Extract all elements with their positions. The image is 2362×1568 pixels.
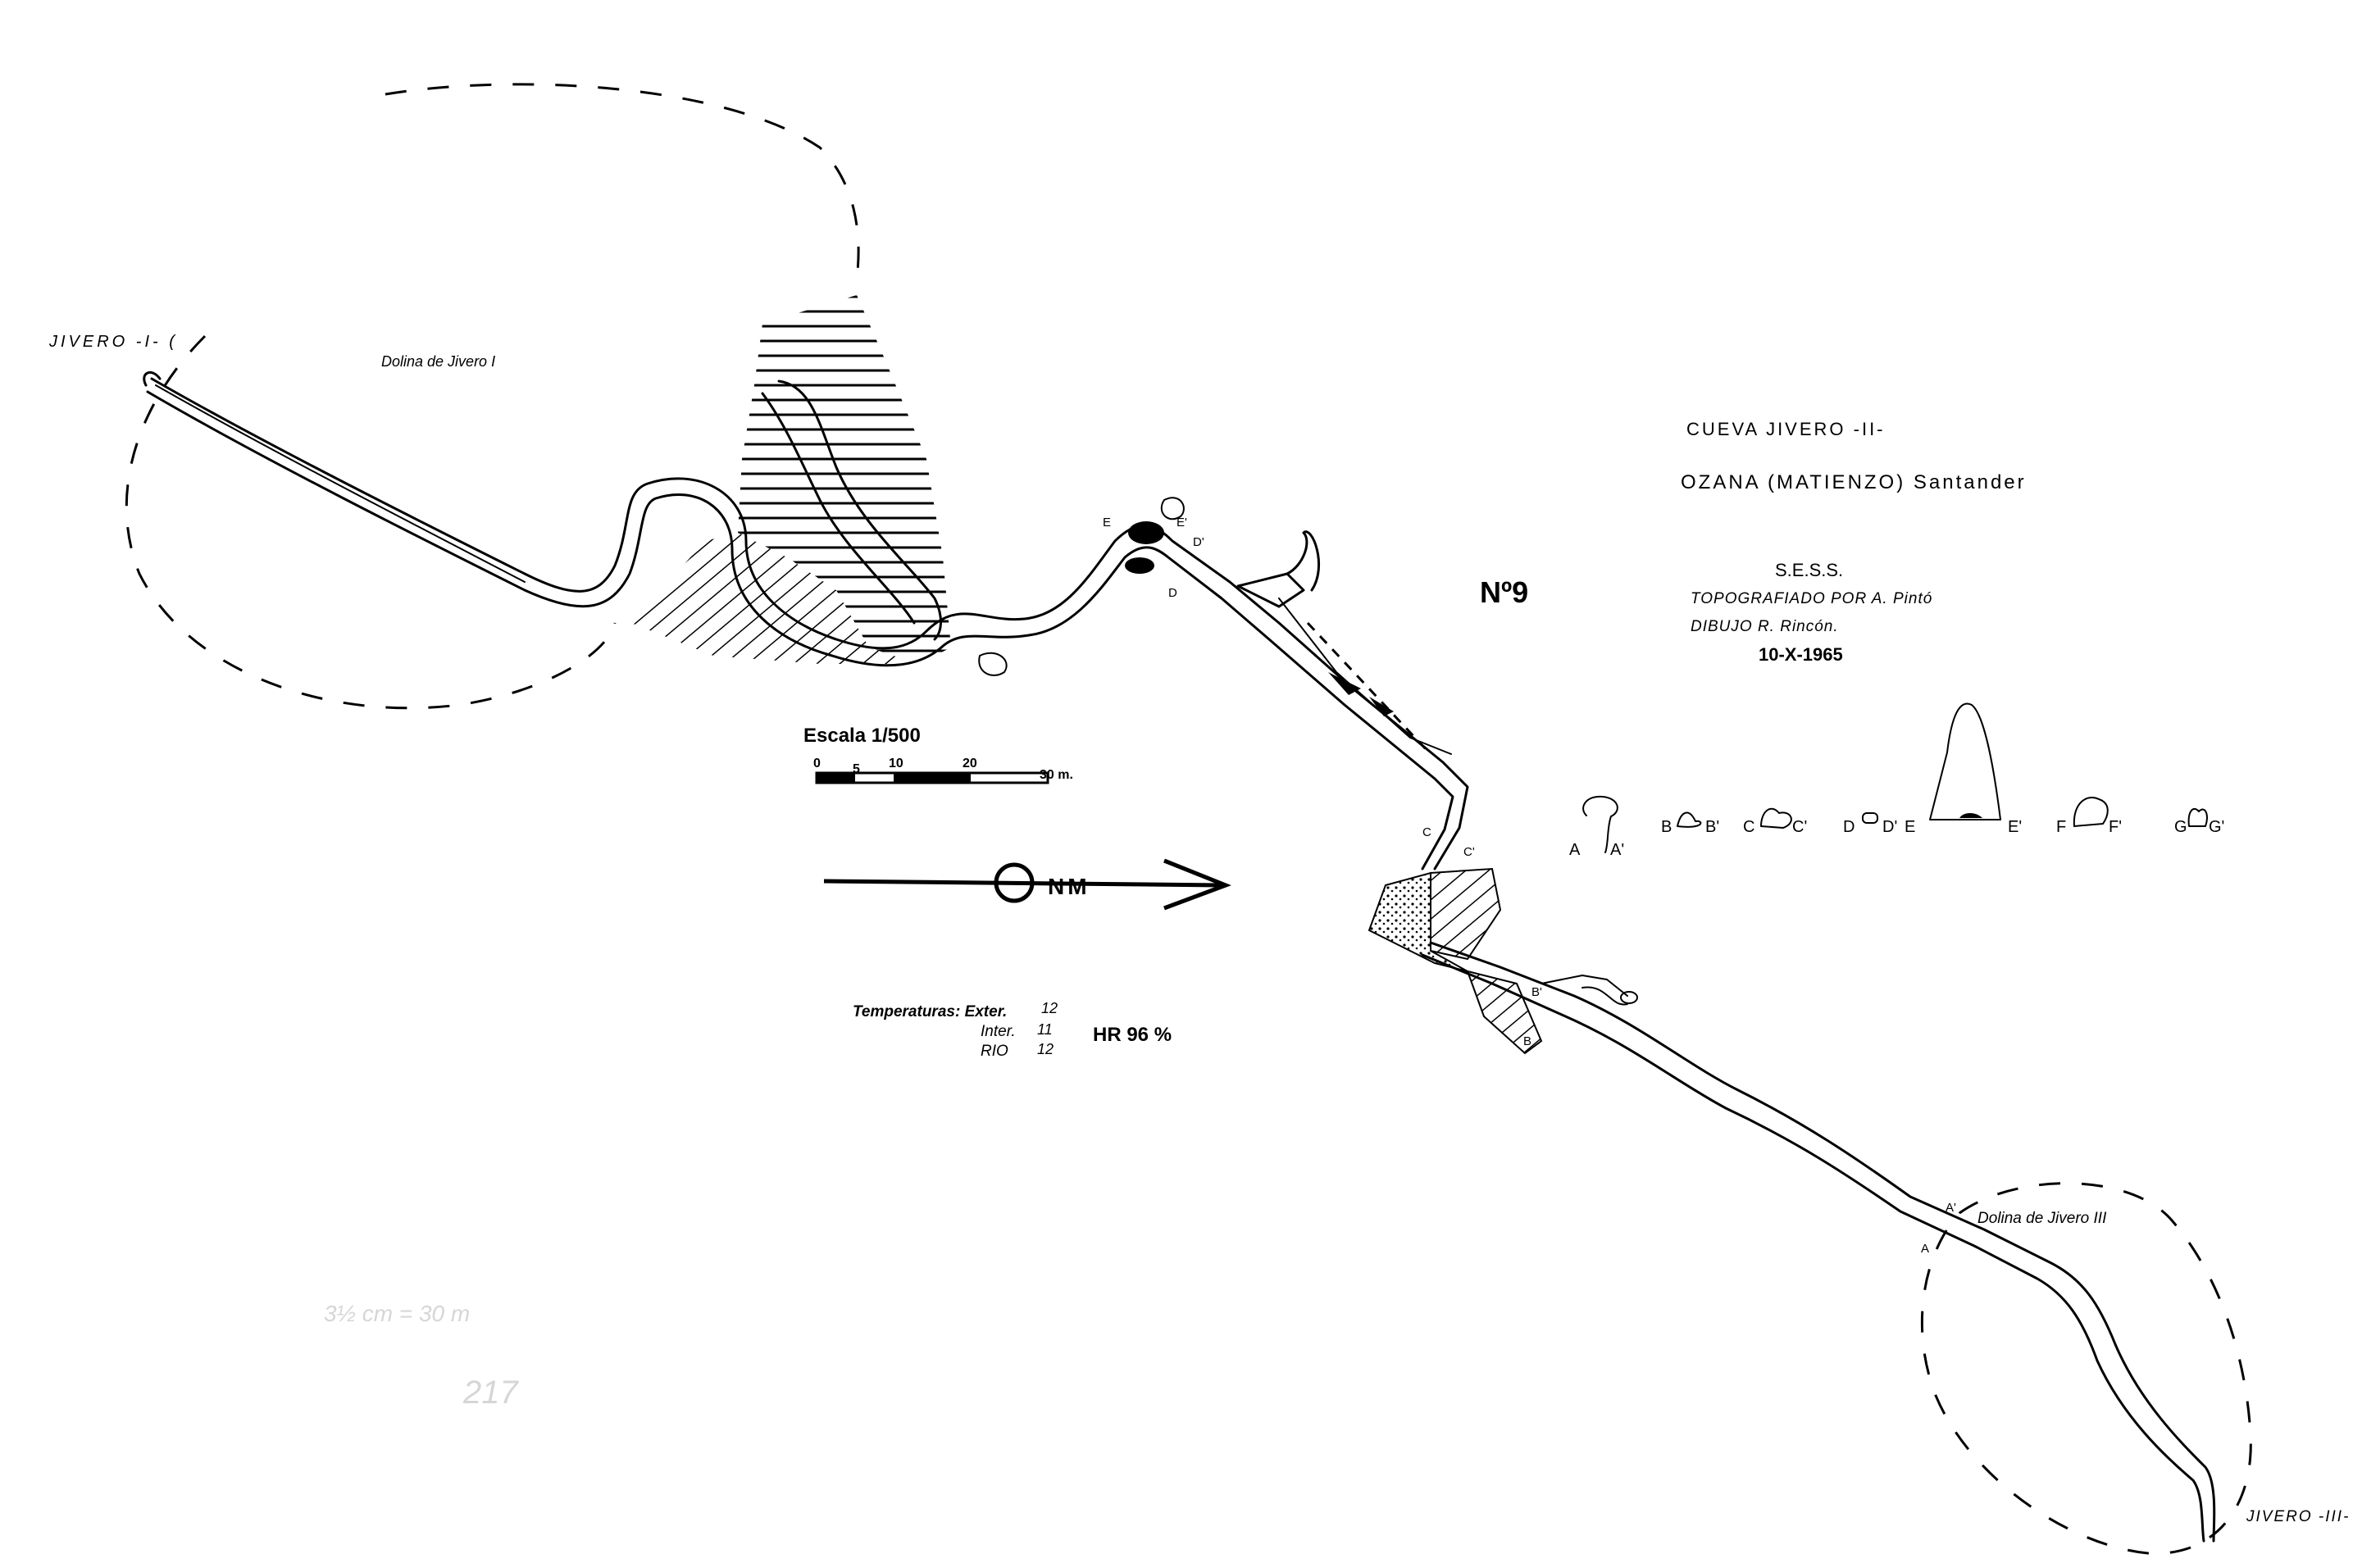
humidity: HR 96 % (1093, 1024, 1172, 1046)
scale-tick-30: 30 m. (1040, 768, 1073, 782)
marker-c-prime: C' (1463, 845, 1475, 859)
section-c-prime: C' (1792, 818, 1807, 836)
archive-scale-note: 3½ cm = 30 m (324, 1301, 470, 1326)
temp-exter: 12 (1041, 1000, 1058, 1016)
archive-folio: 217 (462, 1375, 519, 1411)
doline-1-label: Dolina de Jivero I (381, 353, 495, 370)
scale-tick-0: 0 (813, 757, 821, 770)
section-b: B (1661, 818, 1672, 836)
section-e-shape (1929, 702, 2001, 820)
section-g-shape (2187, 807, 2208, 827)
marker-d-prime: D' (1193, 535, 1204, 549)
scale-title: Escala 1/500 (803, 725, 921, 747)
section-d-shape (1862, 812, 1878, 824)
entrance-1-label: JIVERO -I- ( (48, 333, 178, 351)
cross-sections: A A' B B' C C' D D' E E' F F' G G' (1569, 702, 2224, 859)
marker-e-prime: E' (1176, 516, 1187, 529)
temp-rio: 12 (1037, 1041, 1054, 1057)
cave-title: CUEVA JIVERO -II- (1686, 419, 1886, 439)
scale-tick-5: 5 (853, 762, 860, 776)
section-f: F (2056, 818, 2066, 836)
section-e: E (1905, 818, 1915, 836)
temp-inter-label: Inter. (981, 1023, 1016, 1040)
section-b-prime: B' (1705, 818, 1719, 836)
section-a-prime: A' (1610, 841, 1624, 859)
collapse-hatch-lower (631, 533, 918, 664)
marker-b: B (1523, 1034, 1531, 1048)
section-f-prime: F' (2109, 818, 2122, 836)
pool-d (1125, 557, 1154, 574)
temp-rio-label: RIO (981, 1043, 1008, 1060)
section-d: D (1843, 818, 1855, 836)
section-a: A (1569, 841, 1581, 859)
club-label: S.E.S.S. (1775, 560, 1843, 580)
section-d-prime: D' (1882, 818, 1897, 836)
marker-c: C (1422, 825, 1431, 839)
cave-passage-plan (143, 370, 2216, 1543)
doline-3-outline (1920, 1182, 2252, 1555)
section-g: G (2174, 818, 2187, 836)
survey-date: 10-X-1965 (1759, 644, 1843, 665)
doline-3-label: Dolina de Jivero III (1977, 1210, 2107, 1227)
drawn-by: DIBUJO R. Rincón. (1691, 618, 1839, 635)
marker-e: E (1103, 516, 1111, 529)
scale-tick-10: 10 (889, 757, 903, 770)
collapse-hatch-upper (738, 295, 951, 664)
north-label: NM (1048, 874, 1090, 899)
section-f-shape (2073, 797, 2109, 827)
entrance-3-label: JIVERO -III- (2246, 1508, 2350, 1525)
section-c-shape (1760, 807, 1792, 829)
temp-label: Temperaturas: Exter. (853, 1003, 1007, 1020)
pool-e (1128, 521, 1164, 544)
cave-location: OZANA (MATIENZO) Santander (1681, 471, 2027, 493)
plan-markers: E E' D D' C C' B B' A A' (1103, 516, 1956, 1256)
section-e-prime: E' (2008, 818, 2022, 836)
section-b-shape (1677, 811, 1702, 828)
section-c: C (1743, 818, 1754, 836)
section-g-prime: G' (2209, 818, 2224, 836)
section-a-shape (1582, 795, 1618, 853)
north-arrow: NM (823, 858, 1231, 911)
marker-b-prime: B' (1531, 985, 1542, 999)
surveyed-by: TOPOGRAFIADO POR A. Pintó (1691, 590, 1932, 607)
scale-tick-20: 20 (963, 757, 977, 770)
doline-1-outline (125, 83, 860, 710)
scale-bar: 0 5 10 20 30 m. (813, 757, 1073, 784)
marker-a-prime: A' (1946, 1201, 1956, 1215)
temp-inter: 11 (1037, 1021, 1053, 1038)
marker-d: D (1168, 586, 1177, 600)
plan-number: Nº9 (1480, 575, 1528, 609)
climate-block: Temperaturas: Exter. 12 Inter. 11 RIO 12… (853, 1000, 1172, 1060)
north-circle-icon (994, 862, 1035, 903)
marker-a: A (1921, 1242, 1929, 1256)
